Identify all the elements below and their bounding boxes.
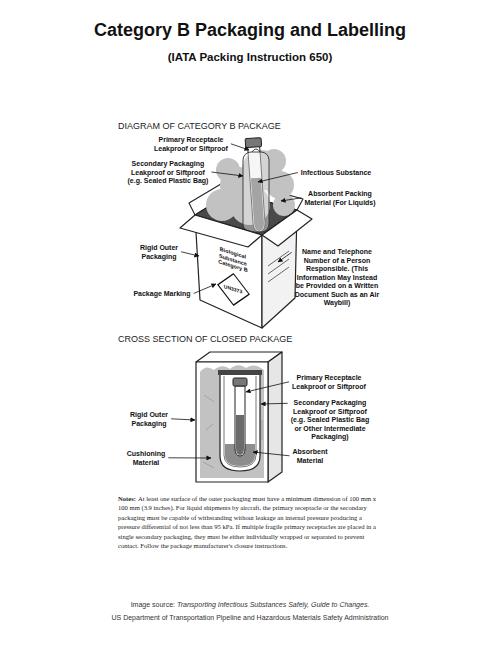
- callout-label: Infectious Substance: [298, 169, 374, 178]
- source-line: Image source:Transporting Infectious Sub…: [0, 600, 500, 609]
- outer-box: [180, 215, 262, 247]
- leader-line: [168, 457, 211, 458]
- secondary-bag: [252, 149, 260, 152]
- diamond-outline: [217, 268, 248, 309]
- primary-receptacle-section: [233, 378, 247, 456]
- leader-line: [246, 382, 289, 392]
- secondary-packaging: [218, 370, 262, 375]
- callout-label: Cushioning Material: [124, 450, 168, 467]
- outer-box-section: [268, 352, 282, 482]
- leader-line: [168, 144, 301, 458]
- leader-line: [278, 252, 292, 262]
- secondary-packaging: [218, 370, 262, 471]
- cushioning-material: [200, 365, 264, 478]
- notes-heading: Notes:: [118, 495, 136, 502]
- outer-box: [180, 210, 312, 328]
- absorbent-packing: [216, 158, 240, 182]
- leader-line: [258, 173, 298, 183]
- callout-label: Rigid Outer Packaging: [134, 244, 184, 261]
- callout-label: Absorbent Material: [288, 448, 332, 465]
- leader-line: [181, 252, 199, 256]
- section-heading: DIAGRAM OF CATEGORY B PACKAGE: [118, 121, 418, 132]
- leader-line: [194, 284, 216, 294]
- outer-box-section: [196, 352, 282, 482]
- primary-receptacle-section: [236, 415, 244, 455]
- page-title: Category B Packaging and Labelling: [0, 19, 500, 41]
- leader-line: [253, 452, 290, 456]
- address-lines: [268, 251, 289, 282]
- leader-line: [171, 419, 195, 420]
- callout-label: Package Marking: [130, 290, 194, 299]
- secondary-packaging: [224, 376, 256, 467]
- callout-label: Rigid Outer Packaging: [124, 411, 174, 428]
- leader-line: [281, 198, 301, 201]
- subtitle: (IATA Packing Instruction 650): [0, 50, 500, 64]
- leader-line: [231, 144, 249, 150]
- callout-label: Name and Telephone Number of a Person Re…: [294, 248, 380, 308]
- leader-line: [261, 403, 288, 405]
- package-marking: Biological Substance Category BUN3373: [214, 244, 252, 311]
- leader-line: [212, 172, 244, 176]
- secondary-bag: [243, 152, 269, 232]
- callout-label: Primary Receptacle Leakproof or Siftproo…: [288, 374, 370, 391]
- source-title: Transporting Infectious Substances Safel…: [177, 601, 369, 608]
- section-heading: CROSS SECTION OF CLOSED PACKAGE: [118, 334, 418, 345]
- address-lines: [268, 267, 289, 282]
- callout-label: Absorbent Packing Material (For Liquids): [300, 190, 380, 207]
- secondary-packaging: [220, 374, 260, 471]
- source-prefix: Image source:: [131, 601, 175, 608]
- callout-label: Primary Receptacle Leakproof or Siftproo…: [150, 136, 232, 153]
- outer-box: [262, 210, 312, 246]
- notes-block: Notes:At least one surface of the outer …: [118, 494, 382, 550]
- callout-label: Secondary Packaging Leakproof or Siftpro…: [124, 160, 212, 186]
- callout-label: Secondary Packaging Leakproof or Siftpro…: [288, 399, 372, 442]
- primary-receptacle: [245, 138, 262, 148]
- outer-box-section: [196, 362, 268, 482]
- primary-receptacle-section: [233, 378, 247, 386]
- notes-text: At least one surface of the outer packag…: [118, 495, 376, 549]
- primary-receptacle-section: [235, 386, 245, 456]
- absorbent-packing: [273, 194, 295, 216]
- source-agency: US Department of Transportation Pipeline…: [0, 613, 500, 622]
- cushioning-material: [200, 365, 264, 478]
- secondary-bag: [243, 149, 269, 232]
- address-lines: [268, 251, 289, 266]
